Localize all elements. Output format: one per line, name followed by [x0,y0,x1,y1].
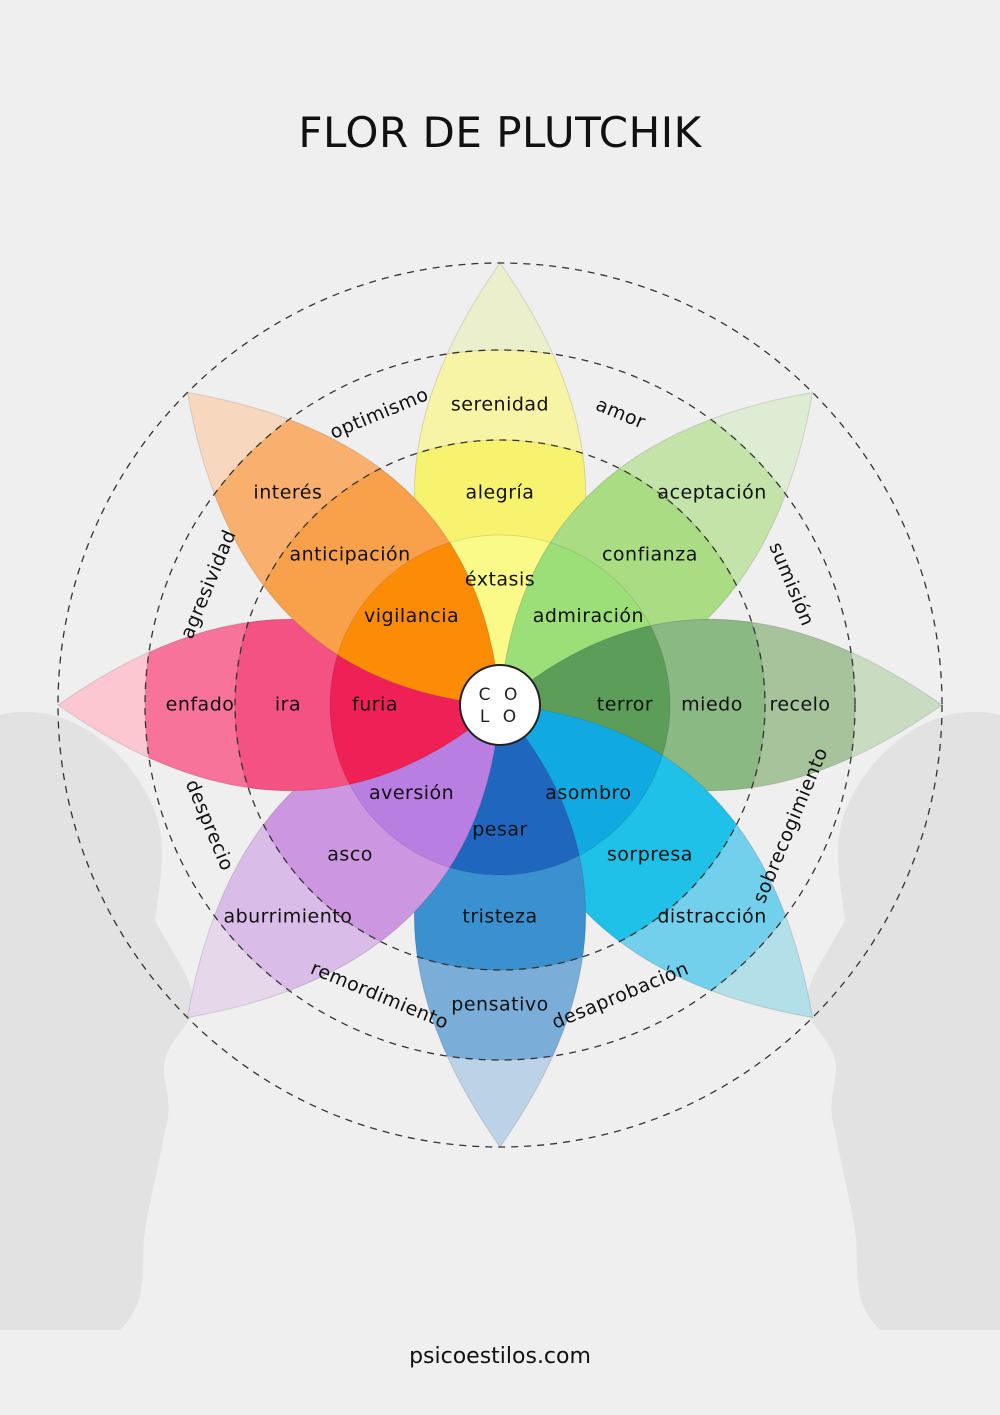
emotion-label: enfado [166,694,235,716]
emotion-label: vigilancia [364,605,459,627]
petal-joy-band-1 [414,349,586,705]
logo-line-2: L O [480,707,520,727]
emotion-label: aceptación [657,481,766,503]
emotion-labels: serenidad alegría éxtasis aceptación confian… [166,394,830,1016]
emotion-label: aburrimiento [223,906,352,928]
emotion-label: terror [597,694,653,716]
emotion-label: miedo [681,694,743,716]
face-silhouettes [0,711,1000,1330]
petal-anger-band-1 [144,619,500,791]
footer-website: psicoestilos.com [409,1344,591,1369]
rings [57,262,943,1148]
emotion-label: distracción [657,906,766,928]
emotion-label: furia [352,694,398,716]
logo-line-1: C O [479,685,522,705]
emotion-label: tristeza [462,906,537,928]
face-right-icon [805,711,1000,1330]
dyad-label: optimismo [327,383,432,443]
dyad-label: sumisión [764,539,818,629]
emotion-label: confianza [602,544,698,566]
petal-sadness-band-1 [414,705,586,1061]
dashed-ring-2 [234,439,766,971]
emotion-label: aversión [369,782,454,804]
center-logo: C OL O [459,664,541,746]
emotion-label: recelo [769,694,830,716]
emotion-label: asco [327,843,373,865]
page-title: FLOR DE PLUTCHIK [298,108,702,157]
dashed-ring-1 [144,349,856,1061]
emotion-label: alegría [466,482,535,504]
dyad-label: desprecio [181,776,238,874]
dashed-ring-0 [57,262,943,1148]
dyad-label: agresividad [176,527,241,642]
emotion-label: asombro [545,782,631,804]
emotion-label: anticipación [289,544,410,566]
emotion-label: interés [253,481,322,503]
emotion-label: admiración [533,605,644,627]
emotion-label: serenidad [451,394,549,416]
logo-circle [459,664,541,746]
emotion-label: sorpresa [607,843,693,865]
emotion-label: pensativo [451,994,548,1016]
emotion-label: ira [275,694,301,716]
emotion-label: pesar [472,819,528,841]
dyad-label: amor [593,394,649,434]
face-left-icon [0,711,195,1330]
emotion-label: éxtasis [465,569,535,591]
